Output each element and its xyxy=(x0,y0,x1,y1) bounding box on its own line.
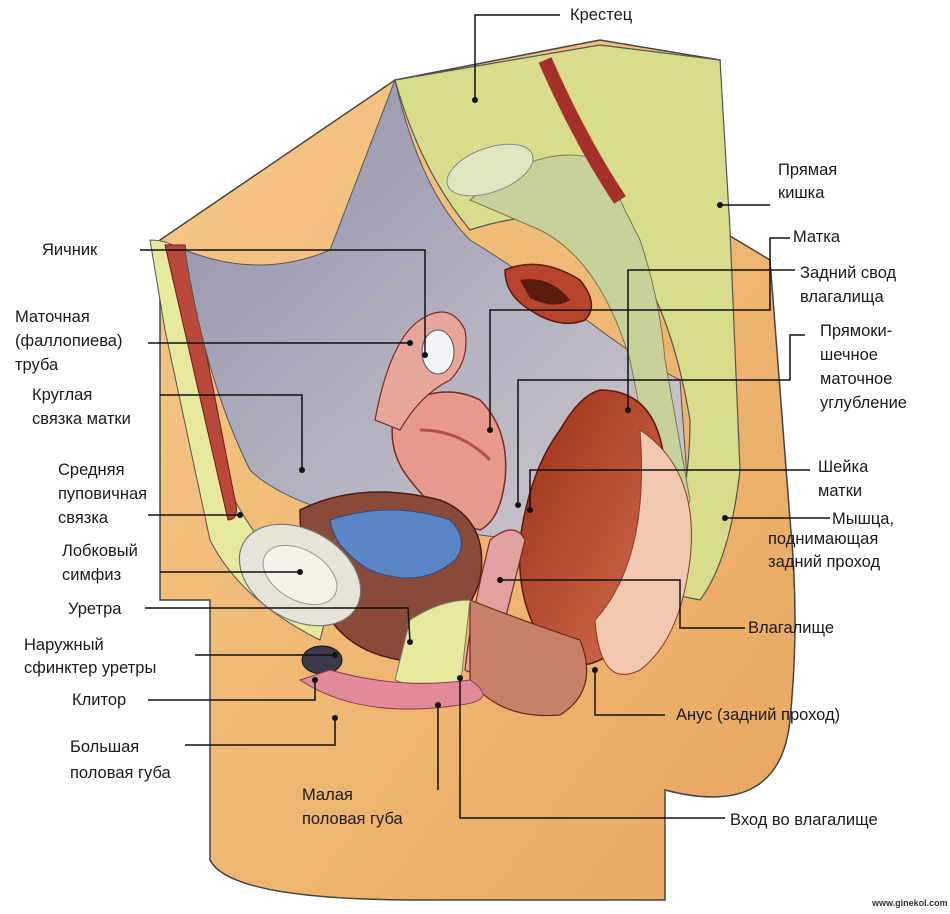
label-levator-2: поднимающая xyxy=(768,530,878,548)
label-clitoris: Клитор xyxy=(72,691,126,709)
label-cervix-1: Шейка xyxy=(818,458,869,476)
label-median-1: Средняя xyxy=(58,461,125,479)
sacral-vessel xyxy=(538,57,626,204)
label-symphysis-2: симфиз xyxy=(62,566,121,584)
label-labia-minora-1: Малая xyxy=(302,786,353,804)
label-round-ligament-2: связка матки xyxy=(32,410,131,428)
label-rectum-1: Прямая xyxy=(778,161,837,179)
label-anus: Анус (задний проход) xyxy=(676,706,840,724)
label-median-3: связка xyxy=(58,509,109,527)
label-median-2: пуповичная xyxy=(58,485,147,503)
ovary-shape xyxy=(421,329,455,375)
label-tube-2: (фаллопиева) xyxy=(15,332,122,350)
label-ovary: Яичник xyxy=(42,241,98,259)
label-round-ligament-1: Круглая xyxy=(32,386,92,404)
label-tube-3: труба xyxy=(15,356,59,374)
label-sacrum: Крестец xyxy=(570,6,633,24)
label-tube-1: Маточная xyxy=(15,308,90,326)
label-levator-3: задний проход xyxy=(768,553,880,571)
label-vestibule: Вход во влагалище xyxy=(730,811,878,829)
rectus-muscle xyxy=(164,244,237,521)
label-levator-1: Мышца, xyxy=(832,510,894,528)
label-rectum-2: кишка xyxy=(778,184,825,202)
uterine-cavity xyxy=(419,428,492,462)
disc xyxy=(446,143,534,197)
label-sphincter-1: Наружный xyxy=(24,636,104,654)
label-symphysis-1: Лобковый xyxy=(62,542,138,560)
label-rectouterine-4: углубление xyxy=(820,394,907,412)
uterus xyxy=(391,391,507,531)
label-rectouterine-1: Прямоки- xyxy=(820,322,892,340)
label-uterus: Матка xyxy=(793,228,841,246)
bladder-lumen xyxy=(329,509,462,579)
leaders xyxy=(140,14,830,819)
label-sphincter-2: сфинктер уретры xyxy=(24,659,156,677)
label-vagina: Влагалище xyxy=(748,619,834,637)
label-rectouterine-3: маточное xyxy=(820,370,892,388)
perineal-body xyxy=(469,599,588,717)
rectum-wall xyxy=(594,429,692,675)
label-labia-minora-2: половая губа xyxy=(302,810,404,828)
label-labia-majora-1: Большая xyxy=(70,738,139,756)
label-fornix-2: влагалища xyxy=(800,288,884,306)
watermark: www.ginekol.com xyxy=(871,898,948,908)
labia xyxy=(298,669,484,710)
labels: Крестец Прямая кишка Яичник Матка Задний… xyxy=(15,6,948,908)
label-cervix-2: матки xyxy=(818,482,862,500)
label-labia-majora-2: половая губа xyxy=(70,764,172,782)
label-rectouterine-2: шечное xyxy=(820,346,878,364)
clitoris-shape xyxy=(301,645,343,675)
label-fornix-1: Задний свод xyxy=(800,264,897,282)
label-urethra: Уретра xyxy=(68,600,122,618)
